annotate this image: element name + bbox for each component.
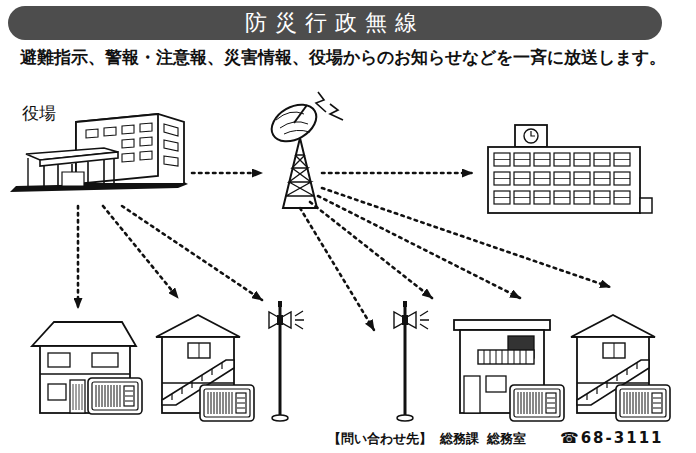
house (73, 384, 82, 410)
broadcast-tower (286, 155, 314, 196)
house (484, 350, 526, 364)
school-building (488, 125, 652, 213)
node-label: 役場 (22, 102, 56, 125)
town-hall-node: 役場 (8, 100, 193, 196)
broadcast-tower (283, 138, 317, 208)
broadcast-tower (294, 105, 307, 123)
school-building (488, 147, 640, 213)
town-hall-building (62, 172, 84, 186)
house (48, 353, 70, 367)
town-hall-building (40, 152, 118, 166)
school-building (524, 129, 538, 143)
school-building (494, 153, 630, 204)
school-building (531, 131, 535, 136)
house (40, 373, 130, 374)
broadcast-arrow (322, 172, 472, 175)
illustration (394, 301, 429, 421)
office-name: 総務室 (487, 430, 526, 448)
broadcast-arrow (122, 206, 262, 300)
school-building (494, 160, 630, 198)
broadcast-tower (276, 112, 310, 134)
broadcast-arrow (310, 202, 432, 298)
broadcast-tower (330, 104, 343, 120)
illustration (88, 378, 142, 414)
house (486, 376, 506, 392)
broadcast-tower (265, 97, 323, 149)
broadcast-arrow (300, 208, 374, 330)
broadcast-arrow (77, 206, 80, 308)
broadcast-arrow (78, 173, 610, 330)
department-name: 総務課 (440, 430, 479, 448)
town-hall-building (44, 158, 114, 188)
contact-heading: 【問い合わせ先】 (328, 430, 432, 448)
broadcast-arrow (322, 188, 610, 287)
illustration (200, 385, 254, 421)
broadcast-arrow (318, 196, 520, 298)
house (478, 350, 534, 364)
school-building (640, 198, 652, 213)
phone-number: ☎68-3111 (560, 429, 664, 447)
town-hall-building (27, 158, 28, 186)
description-text: 避難指示、警報・注意報、災害情報、役場からのお知らせなどを一斉に放送します。 (20, 47, 666, 69)
school-building (515, 125, 547, 147)
broadcast-tower (316, 92, 326, 112)
house (70, 380, 85, 413)
house (48, 384, 66, 400)
illustration (510, 385, 564, 421)
house (32, 322, 136, 346)
house (464, 376, 480, 413)
illustration (616, 385, 670, 421)
house (454, 320, 550, 330)
house (92, 353, 118, 367)
title-band: 防災行政無線 (8, 6, 662, 40)
broadcast-arrow (192, 172, 262, 175)
illustration (269, 301, 304, 421)
